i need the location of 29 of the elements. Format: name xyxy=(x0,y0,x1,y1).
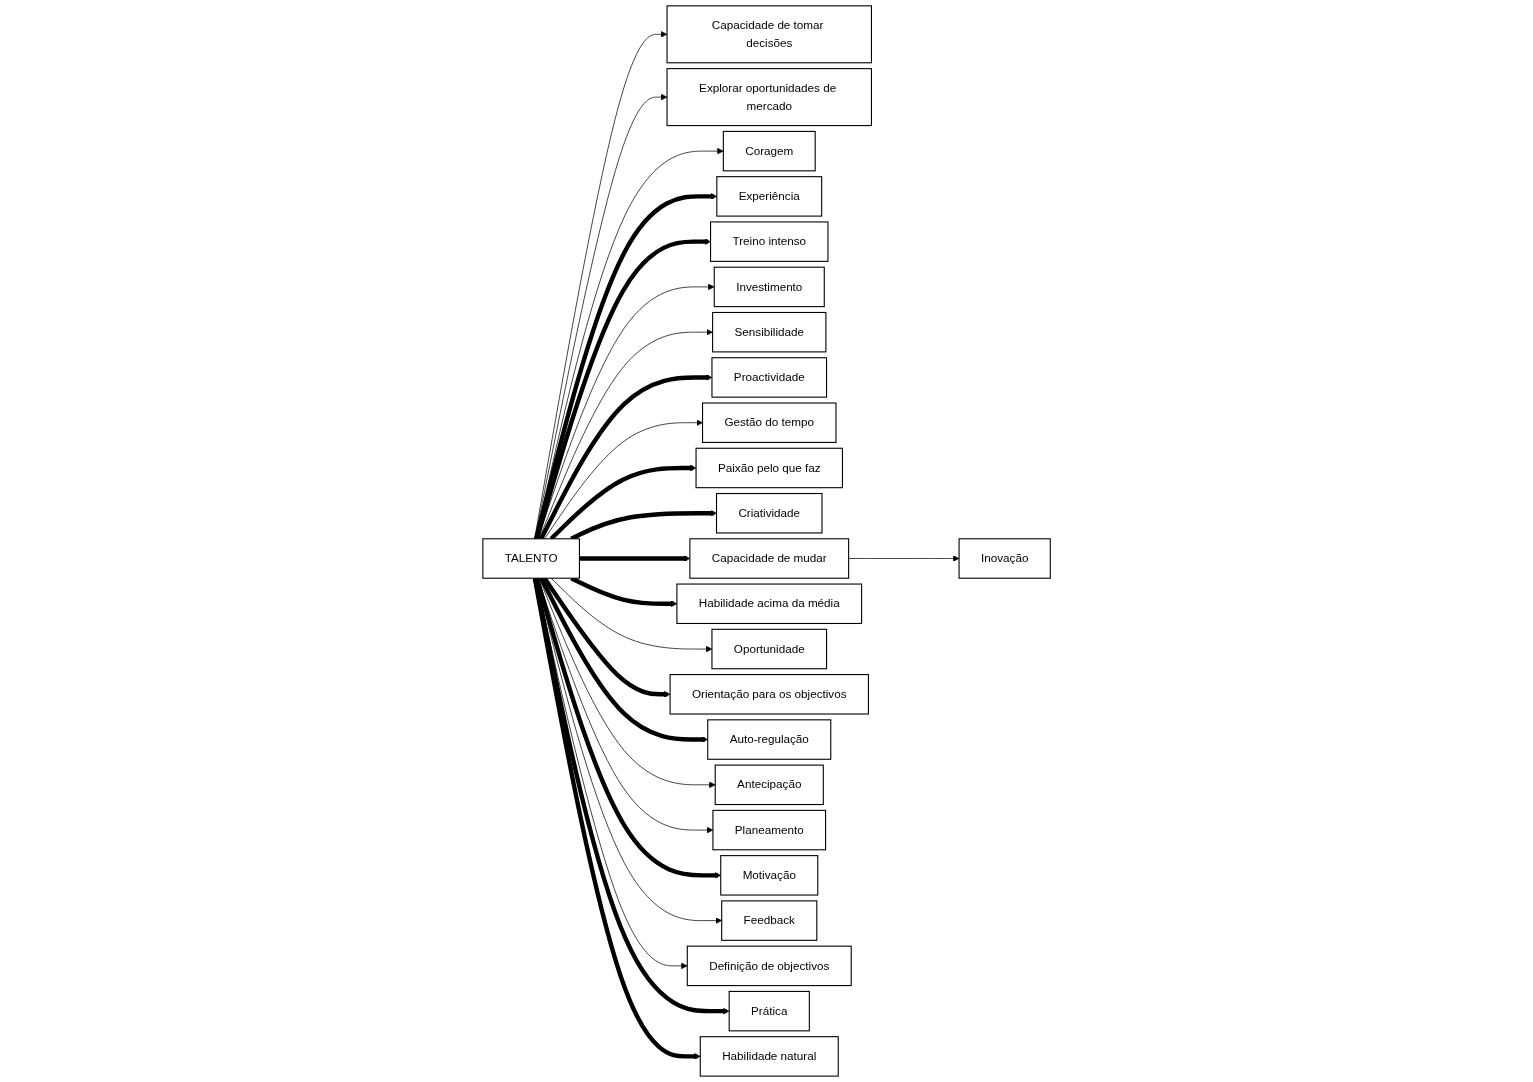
node-box: Paixão pelo que faz xyxy=(695,447,843,489)
node-box: Oportunidade xyxy=(711,628,828,670)
node-box: Capacidade de mudar xyxy=(689,538,850,579)
node-box: Habilidade natural xyxy=(699,1036,839,1077)
node-box: Motivação xyxy=(720,855,819,896)
node-box: Definição de objectivos xyxy=(686,945,852,987)
arrow xyxy=(570,510,717,541)
node-box: Capacidade de tomar decisões xyxy=(666,5,872,64)
node-box: Experiência xyxy=(716,176,823,217)
node-box: Antecipação xyxy=(714,764,824,806)
arrow xyxy=(539,577,708,743)
node-box: Explorar oportunidades de mercado xyxy=(666,68,872,127)
node-box: Treino intenso xyxy=(709,221,829,262)
node-box: TALENTO xyxy=(482,538,580,579)
node-box: Criatividade xyxy=(715,493,823,534)
node-box: Coragem xyxy=(722,130,816,172)
node-box: Proactividade xyxy=(711,357,828,398)
node-box: Investimento xyxy=(713,266,825,308)
node-box: Feedback xyxy=(721,900,818,941)
node-box: Gestão do tempo xyxy=(701,402,837,443)
node-box: Sensibilidade xyxy=(712,311,827,353)
node-box: Habilidade acima da média xyxy=(676,583,863,625)
arrow xyxy=(532,577,701,1060)
arrow xyxy=(542,577,671,698)
node-box: Auto-regulação xyxy=(707,719,832,760)
node-box: Inovação xyxy=(958,538,1051,579)
node-box: Planeamento xyxy=(712,809,827,851)
node-box: Prática xyxy=(728,990,810,1032)
node-box: Orientação para os objectivos xyxy=(669,674,869,715)
